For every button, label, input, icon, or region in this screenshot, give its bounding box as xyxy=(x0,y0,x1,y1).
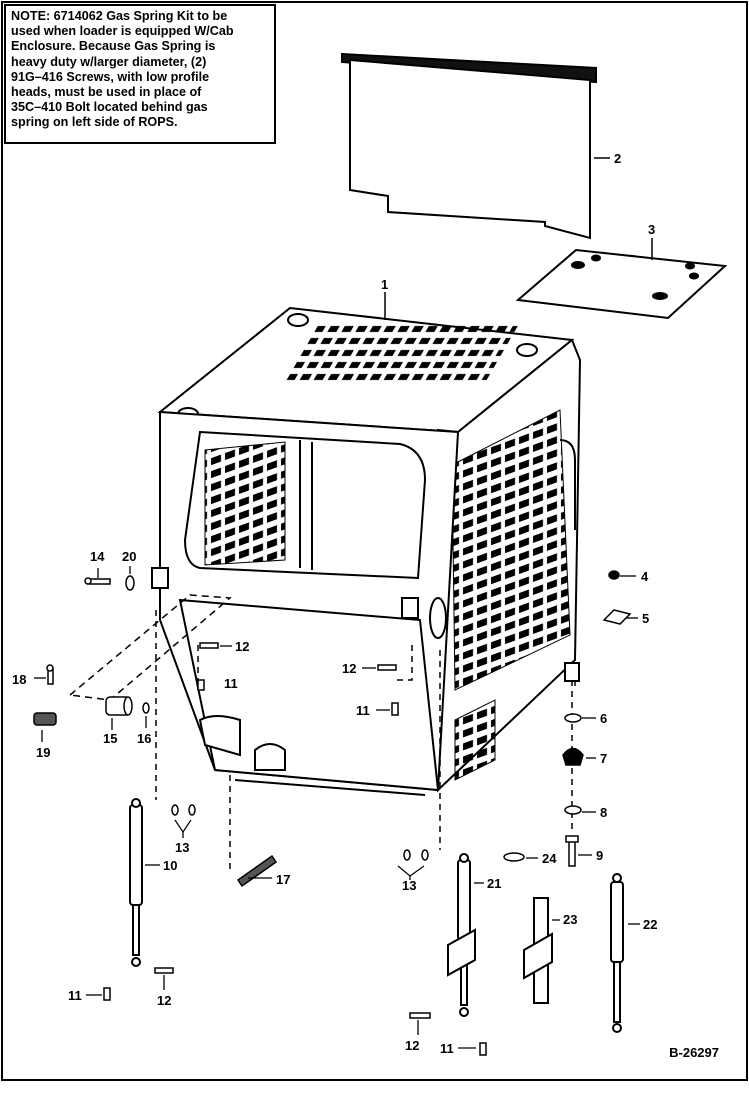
note-line: Enclosure. Because Gas Spring is xyxy=(11,39,216,54)
part-9-bolt xyxy=(565,835,579,867)
callout-11-b: 11 xyxy=(68,988,82,1003)
part-7-cushion xyxy=(562,747,584,766)
part-10-gas-spring xyxy=(129,798,143,967)
callout-20: 20 xyxy=(122,549,136,564)
callout-4: 4 xyxy=(641,569,649,584)
callout-11-d: 11 xyxy=(224,676,238,691)
callout-14: 14 xyxy=(90,549,105,564)
part-12-screws xyxy=(154,642,431,1019)
callout-12-d: 12 xyxy=(405,1038,419,1053)
note-line: heavy duty w/larger diameter, (2) xyxy=(11,54,207,69)
part-5-plate xyxy=(602,609,632,625)
part-21-gas-spring xyxy=(447,853,476,1017)
part-6-washer xyxy=(564,713,582,723)
part-3-plate xyxy=(515,248,728,320)
note-box: NOTE: 6714062 Gas Spring Kit to be used … xyxy=(4,4,276,144)
note-line: used when loader is equipped W/Cab xyxy=(11,24,234,39)
callout-labels: 1 2 3 4 5 6 7 8 9 10 11 11 11 11 12 12 1… xyxy=(12,151,657,1056)
callout-9: 9 xyxy=(596,848,603,863)
callout-6: 6 xyxy=(600,711,607,726)
callout-12-b: 12 xyxy=(342,661,356,676)
callout-24: 24 xyxy=(542,851,557,866)
note-line: 35C–410 Bolt located behind gas xyxy=(11,100,208,115)
callout-19: 19 xyxy=(36,745,50,760)
part-17-rod xyxy=(236,854,278,888)
callout-8: 8 xyxy=(600,805,607,820)
callout-17: 17 xyxy=(276,872,290,887)
callout-10: 10 xyxy=(163,858,177,873)
callout-11-a: 11 xyxy=(356,703,370,718)
callout-5: 5 xyxy=(642,611,649,626)
note-line: NOTE: 6714062 Gas Spring Kit to be xyxy=(11,9,228,23)
part-14-bolt xyxy=(84,577,111,585)
part-20-washer xyxy=(125,575,135,591)
part-15-bushing xyxy=(105,696,133,716)
callout-13-a: 13 xyxy=(175,840,189,855)
part-16-washer xyxy=(142,702,150,714)
note-line: 91G–416 Screws, with low profile xyxy=(11,69,210,84)
callout-21: 21 xyxy=(487,876,501,891)
callout-22: 22 xyxy=(643,917,657,932)
callout-12-a: 12 xyxy=(235,639,249,654)
part-1-rops-cab xyxy=(151,306,582,796)
callout-3: 3 xyxy=(648,222,655,237)
part-2-rear-panel xyxy=(341,52,597,240)
callout-15: 15 xyxy=(103,731,117,746)
part-19-spacer xyxy=(33,712,57,726)
callout-16: 16 xyxy=(137,731,151,746)
note-line: spring on left side of ROPS. xyxy=(11,115,178,130)
callout-7: 7 xyxy=(600,751,607,766)
part-11-clips xyxy=(103,679,487,1056)
callout-11-c: 11 xyxy=(440,1041,454,1056)
note-line: heads, must be used in place of xyxy=(11,85,202,100)
callout-13-b: 13 xyxy=(402,878,416,893)
part-23-bracket xyxy=(523,897,553,1004)
part-13-pins xyxy=(171,804,429,861)
callout-23: 23 xyxy=(563,912,577,927)
callout-1: 1 xyxy=(381,277,388,292)
callout-18: 18 xyxy=(12,672,26,687)
part-24-washer xyxy=(503,852,525,862)
figure-id: B-26297 xyxy=(669,1045,719,1060)
part-4-nut xyxy=(608,570,620,580)
callout-2: 2 xyxy=(614,151,621,166)
callout-12-c: 12 xyxy=(157,993,171,1008)
part-8-washer xyxy=(564,805,582,815)
part-18-screw xyxy=(46,664,54,685)
part-22-gas-spring xyxy=(610,873,624,1033)
leader-lines xyxy=(34,566,640,1049)
